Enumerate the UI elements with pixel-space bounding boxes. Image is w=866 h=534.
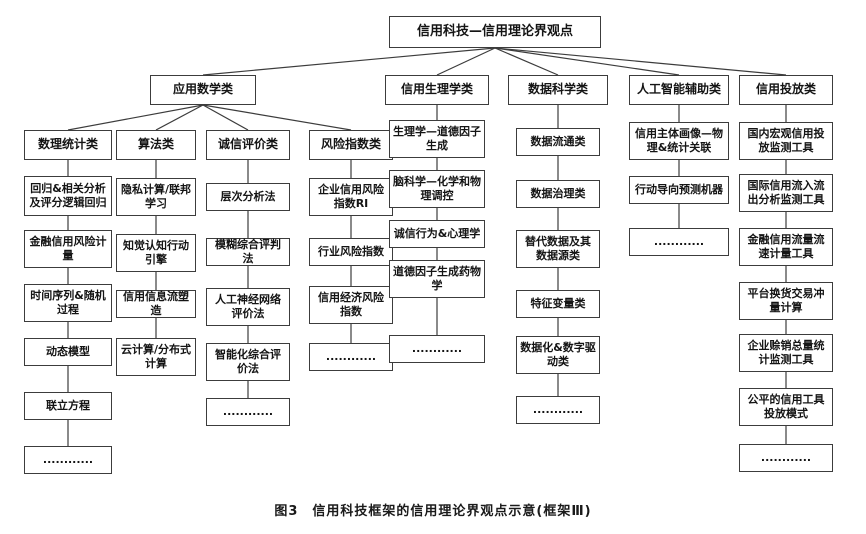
node-ai-assist: 人工智能辅助类 (629, 75, 729, 105)
node-data-science-item-5: 数据化&数字驱动类 (516, 336, 600, 374)
node-root: 信用科技—信用理论界观点 (389, 16, 601, 48)
node-risk-index: 风险指数类 (309, 130, 393, 160)
node-integrity-eval-item-2: 模糊综合评判法 (206, 238, 290, 266)
node-ai-assist-item-3: ............ (629, 228, 729, 256)
node-algorithm-item-3: 信用信息流塑造 (116, 290, 196, 318)
node-risk-index-item-3: 信用经济风险指数 (309, 286, 393, 324)
node-credit-placement-item-3: 金融信用流量流速计量工具 (739, 228, 833, 266)
node-credit-physiology-item-5: ............ (389, 335, 485, 363)
node-data-science-item-4: 特征变量类 (516, 290, 600, 318)
node-data-science-item-3: 替代数据及其数据源类 (516, 230, 600, 268)
node-ai-assist-item-2: 行动导向预测机器 (629, 176, 729, 204)
node-credit-placement-item-6: 公平的信用工具投放模式 (739, 388, 833, 426)
node-math-stat-item-2: 金融信用风险计量 (24, 230, 112, 268)
node-credit-physiology-item-1: 生理学—道德因子生成 (389, 120, 485, 158)
node-credit-placement-item-1: 国内宏观信用投放监测工具 (739, 122, 833, 160)
node-risk-index-item-1: 企业信用风险指数RI (309, 178, 393, 216)
node-math-stat-item-6: ............ (24, 446, 112, 474)
node-algorithm: 算法类 (116, 130, 196, 160)
node-risk-index-item-4: ............ (309, 343, 393, 371)
node-integrity-eval-item-3: 人工神经网络评价法 (206, 288, 290, 326)
node-credit-placement: 信用投放类 (739, 75, 833, 105)
node-data-science-item-2: 数据治理类 (516, 180, 600, 208)
node-risk-index-item-2: 行业风险指数 (309, 238, 393, 266)
node-math-stat-item-4: 动态模型 (24, 338, 112, 366)
node-applied-math: 应用数学类 (150, 75, 256, 105)
node-integrity-eval-item-5: ............ (206, 398, 290, 426)
node-credit-physiology-item-3: 诚信行为&心理学 (389, 220, 485, 248)
node-algorithm-item-4: 云计算/分布式计算 (116, 338, 196, 376)
node-algorithm-item-1: 隐私计算/联邦学习 (116, 178, 196, 216)
node-credit-physiology: 信用生理学类 (385, 75, 489, 105)
node-data-science-item-1: 数据流通类 (516, 128, 600, 156)
node-ai-assist-item-1: 信用主体画像—物理&统计关联 (629, 122, 729, 160)
node-data-science: 数据科学类 (508, 75, 608, 105)
node-credit-placement-item-4: 平台换货交易冲量计算 (739, 282, 833, 320)
node-integrity-eval-item-4: 智能化综合评价法 (206, 343, 290, 381)
node-math-stat: 数理统计类 (24, 130, 112, 160)
node-math-stat-item-5: 联立方程 (24, 392, 112, 420)
node-credit-physiology-item-4: 道德因子生成药物学 (389, 260, 485, 298)
node-credit-placement-item-2: 国际信用流入流出分析监测工具 (739, 174, 833, 212)
node-credit-placement-item-5: 企业赊销总量统计监测工具 (739, 334, 833, 372)
node-integrity-eval-item-1: 层次分析法 (206, 183, 290, 211)
node-math-stat-item-3: 时间序列&随机过程 (24, 284, 112, 322)
figure-caption: 图3 信用科技框架的信用理论界观点示意(框架Ⅲ) (274, 504, 592, 519)
node-credit-placement-item-7: ............ (739, 444, 833, 472)
node-credit-physiology-item-2: 脑科学—化学和物理调控 (389, 170, 485, 208)
node-integrity-eval: 诚信评价类 (206, 130, 290, 160)
node-math-stat-item-1: 回归&相关分析及评分逻辑回归 (24, 176, 112, 216)
node-data-science-item-6: ............ (516, 396, 600, 424)
node-algorithm-item-2: 知觉认知行动引擎 (116, 234, 196, 272)
